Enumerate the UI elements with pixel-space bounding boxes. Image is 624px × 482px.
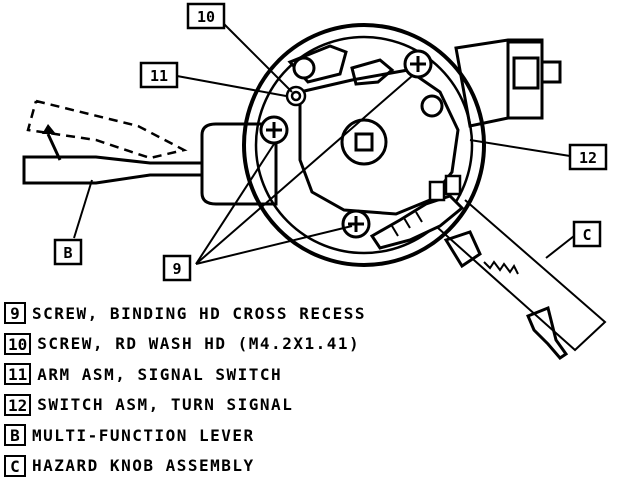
legend-description: SCREW, BINDING HD CROSS RECESS [32,303,366,323]
callout-c: C [572,220,602,248]
hazard-knob-assembly [437,199,607,360]
lever-alternate-position [26,99,188,160]
legend-row-12: 12 SWITCH ASM, TURN SIGNAL [4,390,424,421]
legend-description: HAZARD KNOB ASSEMBLY [32,456,255,476]
legend-key: 11 [4,363,32,386]
callout-10: 10 [186,2,226,30]
svg-text:B: B [63,244,72,262]
legend-key: 10 [4,332,32,355]
svg-text:9: 9 [172,260,181,278]
multi-function-lever [22,122,278,206]
legend-row-b: B MULTI-FUNCTION LEVER [4,420,424,451]
legend-row-10: 10 SCREW, RD WASH HD (M4.2X1.41) [4,329,424,360]
legend-description: ARM ASM, SIGNAL SWITCH [37,364,283,384]
leader-lines [73,23,575,265]
svg-text:12: 12 [579,149,597,167]
svg-text:11: 11 [150,67,168,85]
parts-legend: 9 SCREW, BINDING HD CROSS RECESS 10 SCRE… [4,298,424,481]
legend-key: B [4,424,26,447]
callout-12: 12 [568,143,608,171]
legend-key: 12 [4,393,32,416]
callout-9: 9 [162,254,192,282]
svg-text:C: C [582,226,591,244]
legend-description: SCREW, RD WASH HD (M4.2X1.41) [37,334,361,354]
legend-row-c: C HAZARD KNOB ASSEMBLY [4,451,424,482]
legend-description: SWITCH ASM, TURN SIGNAL [37,395,294,415]
legend-key: C [4,454,26,477]
binding-screw-icon [259,49,433,239]
switch-housing [242,23,486,267]
callout-11: 11 [139,61,179,89]
legend-row-11: 11 ARM ASM, SIGNAL SWITCH [4,359,424,390]
legend-description: MULTI-FUNCTION LEVER [32,425,255,445]
callout-b: B [53,238,83,266]
electrical-connector [454,38,562,128]
legend-row-9: 9 SCREW, BINDING HD CROSS RECESS [4,298,424,329]
svg-text:10: 10 [197,8,215,26]
legend-key: 9 [4,302,26,325]
